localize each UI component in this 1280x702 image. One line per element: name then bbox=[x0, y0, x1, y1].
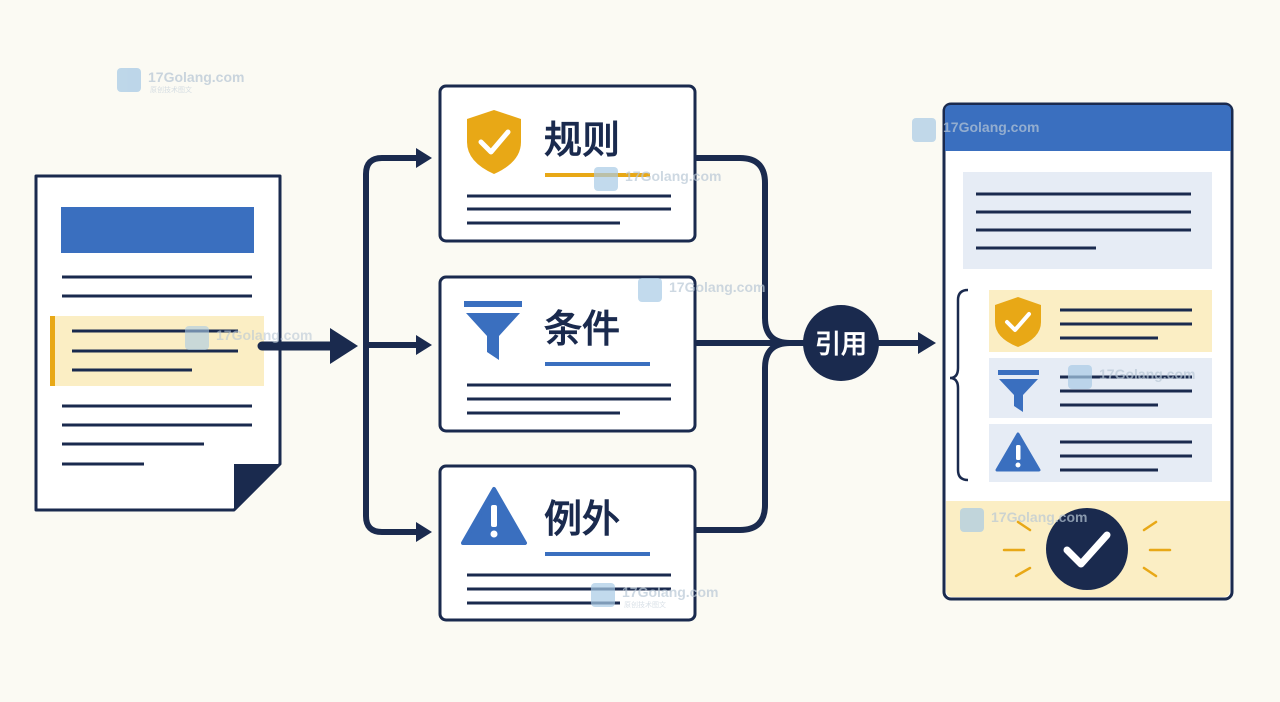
filter-icon bbox=[998, 370, 1039, 412]
warning-icon bbox=[461, 487, 527, 545]
merge-connector bbox=[694, 155, 925, 533]
sparkle-lines bbox=[1002, 520, 1172, 578]
watermark: 17Golang.com 原创技术图文 bbox=[591, 583, 718, 609]
watermark-text: 17Golang.com bbox=[943, 119, 1039, 135]
watermark-text: 17Golang.com bbox=[991, 509, 1087, 525]
source-document bbox=[34, 174, 282, 512]
split-connector bbox=[257, 155, 423, 535]
grouping-brace bbox=[949, 288, 969, 482]
watermark-logo-icon bbox=[912, 118, 936, 142]
watermark: 17Golang.com bbox=[638, 278, 765, 302]
rule-card: 规则 bbox=[438, 84, 697, 243]
condition-label: 条件 bbox=[544, 307, 620, 351]
watermark-text: 17Golang.com bbox=[622, 584, 718, 600]
check-circle-icon bbox=[1046, 508, 1128, 590]
arrow-right-icon bbox=[918, 332, 936, 354]
summary-block bbox=[963, 172, 1212, 269]
watermark-subtext: 原创技术图文 bbox=[150, 85, 192, 94]
watermark-logo-icon bbox=[117, 68, 141, 92]
reference-node: 引用 bbox=[803, 305, 879, 381]
shield-check-icon bbox=[467, 110, 521, 174]
watermark: 17Golang.com bbox=[185, 326, 312, 350]
warning-icon bbox=[995, 432, 1041, 472]
watermark-text: 17Golang.com bbox=[669, 279, 765, 295]
watermark: 17Golang.com bbox=[594, 167, 721, 191]
watermark-logo-icon bbox=[591, 583, 615, 607]
watermark-text: 17Golang.com bbox=[1099, 366, 1195, 382]
watermark-text: 17Golang.com bbox=[216, 327, 312, 343]
result-document bbox=[942, 102, 1234, 601]
watermark-logo-icon bbox=[1068, 365, 1092, 389]
watermark-logo-icon bbox=[638, 278, 662, 302]
watermark-subtext: 原创技术图文 bbox=[624, 600, 666, 609]
document-header-bar bbox=[61, 207, 254, 253]
watermark: 17Golang.com 原创技术图文 bbox=[117, 68, 244, 94]
arrow-right-icon bbox=[330, 148, 432, 542]
watermark: 17Golang.com bbox=[1068, 365, 1195, 389]
watermark: 17Golang.com bbox=[912, 118, 1039, 142]
watermark-logo-icon bbox=[960, 508, 984, 532]
rule-label: 规则 bbox=[544, 118, 620, 162]
shield-check-icon bbox=[995, 297, 1041, 347]
watermark: 17Golang.com bbox=[960, 508, 1087, 532]
watermark-text: 17Golang.com bbox=[148, 69, 244, 85]
watermark-logo-icon bbox=[185, 326, 209, 350]
reference-label: 引用 bbox=[815, 330, 867, 360]
exception-card: 例外 bbox=[438, 464, 697, 622]
condition-card: 条件 bbox=[438, 275, 697, 433]
watermark-logo-icon bbox=[594, 167, 618, 191]
filter-icon bbox=[464, 301, 522, 360]
exception-label: 例外 bbox=[544, 497, 620, 541]
page-fold-corner bbox=[234, 464, 280, 510]
result-header-bar bbox=[945, 105, 1231, 151]
watermark-text: 17Golang.com bbox=[625, 168, 721, 184]
